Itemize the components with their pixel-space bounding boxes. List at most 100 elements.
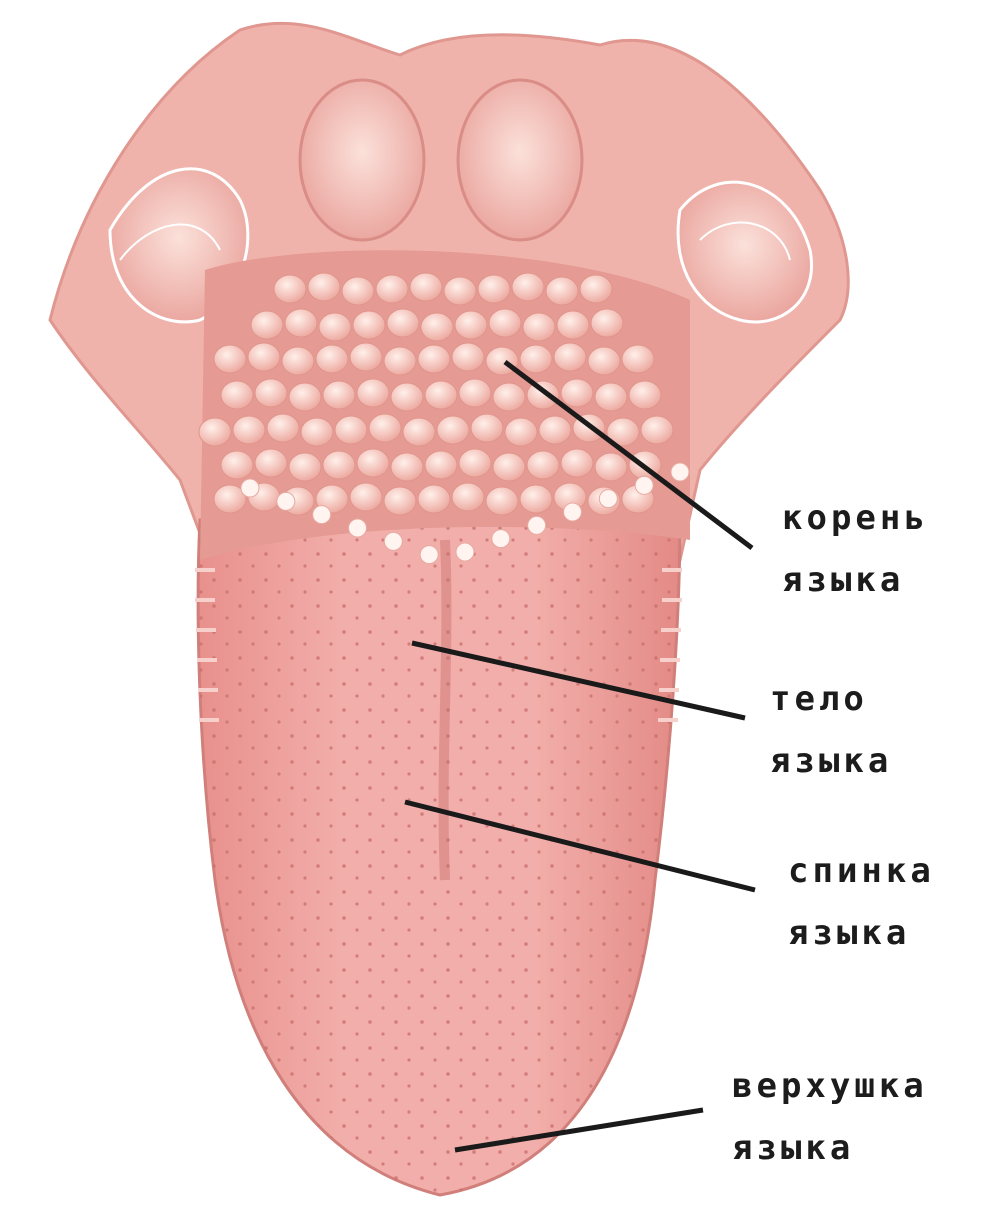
label-body: тело языка [770,668,892,792]
papilla [418,345,450,373]
papilla [595,453,627,481]
papilla [199,418,231,446]
papilla [539,416,571,444]
papilla [486,487,518,515]
papilla [478,275,510,303]
vallate-papilla [671,463,689,481]
papilla [561,379,593,407]
papilla [335,416,367,444]
label-root-line2: языка [782,549,929,611]
papilla [221,451,253,479]
papilla [342,277,374,305]
vallate-papilla [564,503,582,521]
papilla [520,485,552,513]
papilla [369,414,401,442]
vallate-papilla [456,543,474,561]
papilla [493,383,525,411]
label-root: корень языка [782,487,929,611]
papilla [289,383,321,411]
papilla [588,347,620,375]
papilla [357,379,389,407]
median-sulcus [444,540,447,880]
papilla [350,483,382,511]
papilla [629,381,661,409]
vallate-papilla [313,506,331,524]
papilla [384,347,416,375]
papilla [301,418,333,446]
papilla [357,449,389,477]
papilla [214,345,246,373]
papilla [452,483,484,511]
papilla [316,345,348,373]
papilla [323,451,355,479]
papilla [437,416,469,444]
papilla [274,275,306,303]
papilla [459,379,491,407]
papilla [580,275,612,303]
vallate-papilla [349,519,367,537]
vallate-papilla [384,532,402,550]
label-back-line1: спинка [788,840,935,902]
papilla [267,414,299,442]
papilla [561,449,593,477]
papilla [255,379,287,407]
papilla [353,311,385,339]
papilla [471,414,503,442]
epiglottis-right [458,80,582,240]
vallate-papilla [599,490,617,508]
papilla [452,343,484,371]
papilla [308,273,340,301]
papilla [444,277,476,305]
papilla [493,453,525,481]
papilla [425,451,457,479]
papilla [221,381,253,409]
vallate-papilla [241,479,259,497]
papilla [391,453,423,481]
label-body-line1: тело [770,668,892,730]
papilla [350,343,382,371]
vallate-papilla [635,476,653,494]
papilla [391,383,423,411]
papilla [523,313,555,341]
label-body-line2: языка [770,730,892,792]
vallate-papilla [492,530,510,548]
label-back: спинка языка [788,840,935,964]
papilla [319,313,351,341]
label-tip-line1: верхушка [732,1055,928,1117]
label-tip: верхушка языка [732,1055,928,1179]
papilla [418,485,450,513]
papilla [255,449,287,477]
epiglottis-left [300,80,424,240]
papilla [425,381,457,409]
papilla [285,309,317,337]
papilla [248,343,280,371]
papilla [489,309,521,337]
papilla [505,418,537,446]
papilla [233,416,265,444]
papilla [622,345,654,373]
papilla [251,311,283,339]
papilla [512,273,544,301]
papilla [376,275,408,303]
papilla [554,343,586,371]
papilla [387,309,419,337]
papilla [459,449,491,477]
papilla [520,345,552,373]
label-back-line2: языка [788,902,935,964]
label-root-line1: корень [782,487,929,549]
papilla [384,487,416,515]
papilla [455,311,487,339]
papilla [557,311,589,339]
papilla [591,309,623,337]
label-tip-line2: языка [732,1117,928,1179]
papilla [403,418,435,446]
papilla [410,273,442,301]
papilla [641,416,673,444]
papilla [282,347,314,375]
papilla [289,453,321,481]
vallate-papilla [420,546,438,564]
vallate-papilla [528,516,546,534]
papilla [527,451,559,479]
papilla [546,277,578,305]
